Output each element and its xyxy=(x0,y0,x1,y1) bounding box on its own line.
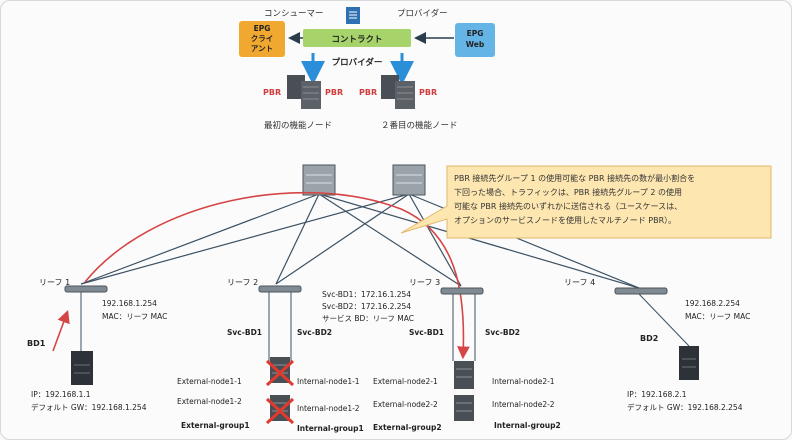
leaf4-ip: 192.168.2.254 xyxy=(685,299,740,308)
svc-bd2-label-1: Svc-BD2 xyxy=(297,328,332,337)
int-node2-1: Internal-node2-1 xyxy=(492,377,555,386)
service-node-2-1 xyxy=(454,361,474,389)
first-node-label: 最初の機能ノード xyxy=(264,120,332,131)
pbr-label-3: PBR xyxy=(359,88,377,97)
second-node-servers xyxy=(381,75,415,109)
contract-label: コントラクト xyxy=(331,34,382,45)
svc-bd1-label-1: Svc-BD1 xyxy=(227,328,262,337)
leaf3-switch xyxy=(440,287,484,295)
leaf4-switch xyxy=(614,287,668,295)
epg-web-box: EPG Web xyxy=(455,23,495,57)
first-node-servers xyxy=(287,75,321,109)
host1-ip: IP：192.168.1.1 xyxy=(31,390,91,399)
spine-switch-2 xyxy=(392,164,426,196)
host2-server xyxy=(679,346,699,380)
int-group2-label: Internal-group2 xyxy=(494,421,561,430)
traffic-path-arrow xyxy=(84,191,470,360)
leaf4-mac: MAC：リーフ MAC xyxy=(685,312,750,321)
pbr-label-4: PBR xyxy=(419,88,437,97)
pbr-label-2: PBR xyxy=(325,88,343,97)
ext-node2-1: External-node2-1 xyxy=(373,377,438,386)
bd1-label: BD1 xyxy=(27,339,46,348)
epg-client-box: EPG クライ アント xyxy=(239,21,285,57)
second-node-label: ２番目の機能ノード xyxy=(381,120,458,131)
svc-bd1-label-2: Svc-BD1 xyxy=(409,328,444,337)
leaf2-label: リーフ 2 xyxy=(227,278,258,287)
leaf1-switch xyxy=(64,285,108,293)
leaf2-switch xyxy=(258,285,302,293)
contract-box: コントラクト xyxy=(303,29,411,47)
leaf3-label: リーフ 3 xyxy=(409,278,440,287)
int-group1-label: Internal-group1 xyxy=(297,424,364,433)
document-icon xyxy=(346,7,360,24)
ext-node2-2: External-node2-2 xyxy=(373,400,438,409)
leaf2-svc2: Svc-BD2：172.16.2.254 xyxy=(322,302,411,311)
callout-line3: 可能な PBR 接続先のいずれかに送信される（ユースケースは、 xyxy=(454,201,682,211)
svc-bd2-label-2: Svc-BD2 xyxy=(485,328,520,337)
ext-group1-label: External-group1 xyxy=(181,421,250,430)
epg-web-line1: EPG xyxy=(467,29,484,38)
callout-box: PBR 接続先グループ 1 の使用可能な PBR 接続先の数が最小割合を 下回っ… xyxy=(400,165,772,239)
leaf1-label: リーフ 1 xyxy=(39,278,70,287)
leaf1-mac: MAC：リーフ MAC xyxy=(102,312,167,321)
int-node2-2: Internal-node2-2 xyxy=(492,400,555,409)
ext-node1-2: External-node1-2 xyxy=(177,397,242,406)
client-traffic-arrow xyxy=(52,309,70,352)
ext-node1-1: External-node1-1 xyxy=(177,377,242,386)
leaf2-svc1: Svc-BD1：172.16.1.254 xyxy=(322,290,411,299)
epg-web-line2: Web xyxy=(466,40,485,49)
leaf1-ip: 192.168.1.254 xyxy=(102,299,157,308)
int-node1-2: Internal-node1-2 xyxy=(297,404,360,413)
leaf2-svcbd: サービス BD：リーフ MAC xyxy=(322,314,414,323)
failed-service-node-1 xyxy=(265,357,295,387)
pbr-label-1: PBR xyxy=(263,88,281,97)
ext-group2-label: External-group2 xyxy=(373,423,442,432)
epg-client-line1: EPG xyxy=(254,24,271,33)
leaf4-host-link xyxy=(638,293,690,347)
spine-switch-1 xyxy=(302,164,336,196)
host2-ip: IP：192.168.2.1 xyxy=(627,390,687,399)
consumer-label: コンシューマー xyxy=(264,9,324,19)
int-node1-1: Internal-node1-1 xyxy=(297,377,360,386)
epg-client-line3: アント xyxy=(251,44,273,53)
epg-client-line2: クライ xyxy=(251,33,274,43)
host1-server xyxy=(71,351,93,385)
service-node-2-2 xyxy=(454,395,474,421)
bd2-label: BD2 xyxy=(640,334,658,343)
host1-gw: デフォルト GW：192.168.1.254 xyxy=(31,402,147,412)
leaf4-label: リーフ 4 xyxy=(564,278,595,287)
callout-line1: PBR 接続先グループ 1 の使用可能な PBR 接続先の数が最小割合を xyxy=(454,173,695,183)
provider-label: プロバイダー xyxy=(397,8,448,19)
provider-sub-label: プロバイダー xyxy=(332,57,383,68)
callout-line4: オプションのサービスノードを使用したマルチノード PBR）。 xyxy=(454,215,676,225)
host2-gw: デフォルト GW：192.168.2.254 xyxy=(627,402,743,412)
failed-service-node-2 xyxy=(265,395,295,425)
callout-line2: 下回った場合、トラフィックは、PBR 接続先グループ 2 の使用 xyxy=(454,187,682,197)
